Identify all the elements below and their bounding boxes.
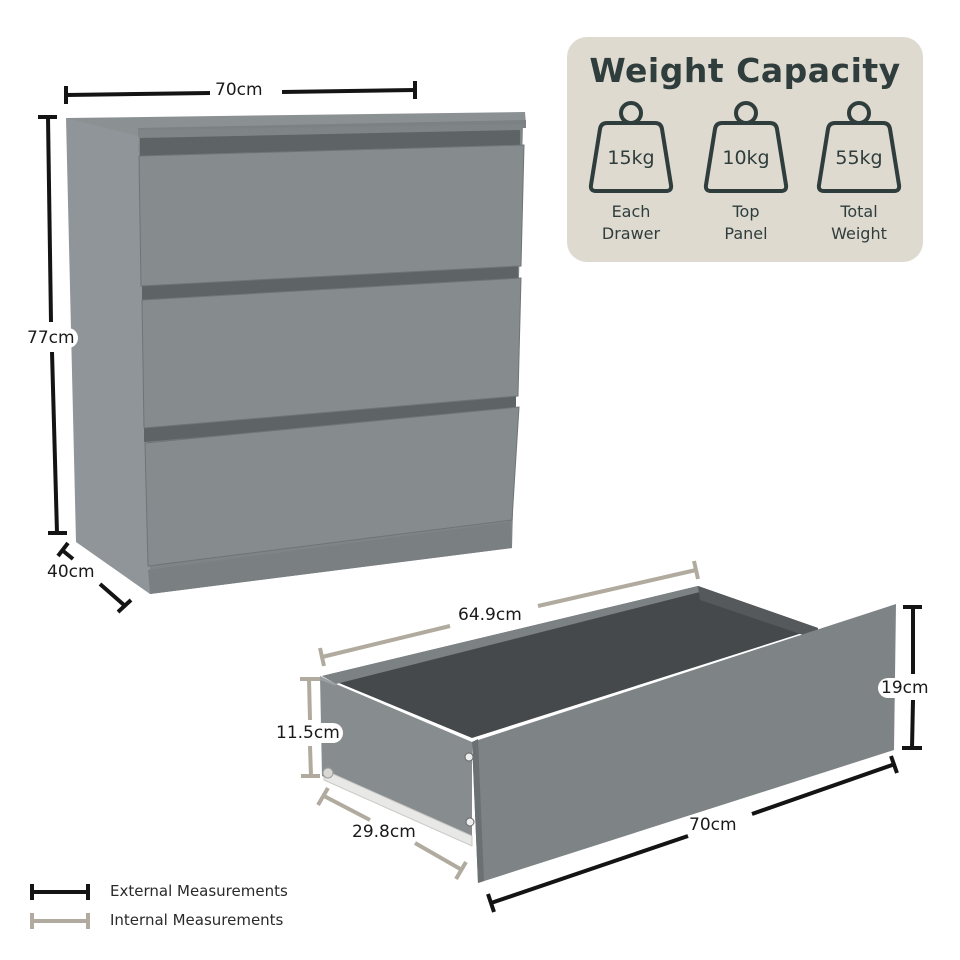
drawer-front-height-dimension: [902, 605, 922, 750]
screw-icon: [465, 817, 475, 827]
internal-measurement-line-icon: [30, 913, 90, 929]
chest-plinth: [148, 522, 512, 594]
drawer-internal-length-dimension: [318, 560, 700, 667]
weight-capacity-title: Weight Capacity: [589, 51, 901, 90]
external-measurement-line-icon: [30, 884, 90, 900]
weight-value: 55kg: [835, 147, 883, 169]
drawer-front-panel: [472, 604, 896, 883]
drawer-internal-depth-label: 29.8cm: [349, 822, 419, 842]
weight-item-top-panel: 10kg Top Panel: [696, 99, 796, 249]
drawer-internal-depth-dimension: [316, 786, 468, 881]
chest-drawer-2: [141, 277, 522, 429]
chest-width-label: 70cm: [212, 80, 266, 100]
weight-caption-line: Total: [840, 202, 878, 221]
weight-caption-line: Each: [611, 202, 651, 221]
weight-caption: Total Weight: [809, 201, 909, 245]
weight-caption: Top Panel: [696, 201, 796, 245]
weight-icon: [816, 101, 902, 193]
weight-caption-line: Weight: [831, 224, 887, 243]
drawer-front-width-label: 70cm: [686, 815, 740, 835]
chest-side-panel: [66, 118, 150, 594]
drawer-front-height-label: 19cm: [878, 678, 932, 698]
weight-caption-line: Drawer: [601, 224, 661, 243]
weight-caption-line: Panel: [724, 224, 768, 243]
drawer-internal-length-label: 64.9cm: [455, 605, 525, 625]
weight-capacity-card: Weight Capacity 15kg Each Drawer 10kg To…: [567, 37, 923, 262]
legend-label: Internal Measurements: [110, 911, 284, 929]
drawer-interior: [322, 586, 818, 738]
drawer-internal-height-dimension: [300, 677, 320, 778]
weight-caption-line: Top: [732, 202, 760, 221]
weight-caption: Each Drawer: [581, 201, 681, 245]
weight-value: 15kg: [607, 147, 655, 169]
drawer-internal-height-label: 11.5cm: [273, 723, 343, 743]
drawer-front-width-dimension: [486, 755, 899, 913]
weight-icon: [588, 101, 674, 193]
chest-depth-label: 40cm: [44, 562, 98, 582]
weight-icon: [703, 101, 789, 193]
weight-value: 10kg: [722, 147, 770, 169]
chest-width-dimension: [64, 81, 417, 104]
chest-height-label: 77cm: [24, 328, 78, 348]
weight-item-total-weight: 55kg Total Weight: [809, 99, 909, 249]
chest-depth-dimension: [56, 541, 133, 614]
screw-icon: [464, 752, 474, 762]
drawer-side-panel: [320, 676, 472, 842]
chest-drawer-1: [138, 144, 525, 287]
weight-item-each-drawer: 15kg Each Drawer: [581, 99, 681, 249]
chest-drawer-3: [144, 406, 520, 567]
chest-height-dimension: [38, 115, 67, 535]
legend-label: External Measurements: [110, 882, 288, 900]
